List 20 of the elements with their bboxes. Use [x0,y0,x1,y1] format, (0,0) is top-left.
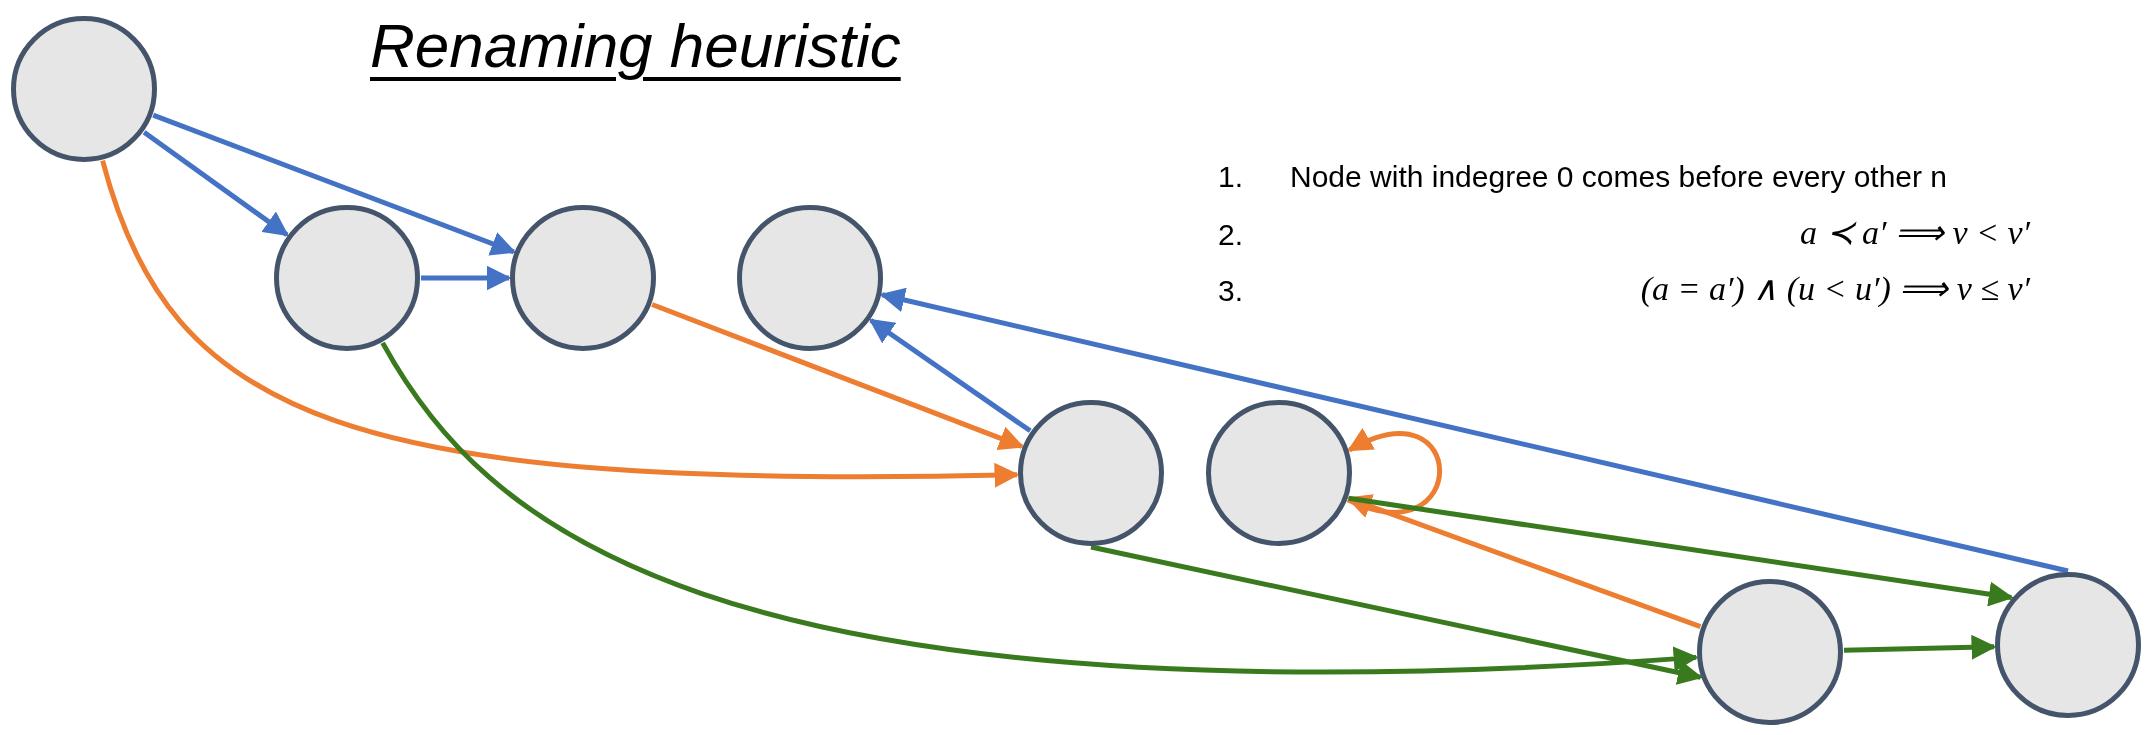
arrow [142,130,289,237]
arrow [421,265,512,291]
arrow [100,159,1020,488]
arrow [1348,495,2014,607]
list-number: 2. [1218,218,1244,252]
formula: a ≺ a′ ⟹ v < v′ [1800,213,2030,252]
list-item-text: Node with indegree 0 comes before every other n [1290,160,1948,194]
arrow [152,112,517,256]
list-number: 1. [1218,160,1244,194]
arrow [1346,429,1442,515]
arrow [879,287,2069,574]
title: Renaming heuristic [370,10,901,81]
arrow [868,318,1032,433]
arrow [1346,494,1702,629]
list-number: 3. [1218,274,1244,308]
arrow [1090,544,1703,685]
arrow [1843,634,1997,660]
arrow [651,302,1025,451]
formula: (a = a′) ∧ (u < u′) ⟹ v ≤ v′ [1640,269,2030,308]
arrow [380,341,1699,675]
